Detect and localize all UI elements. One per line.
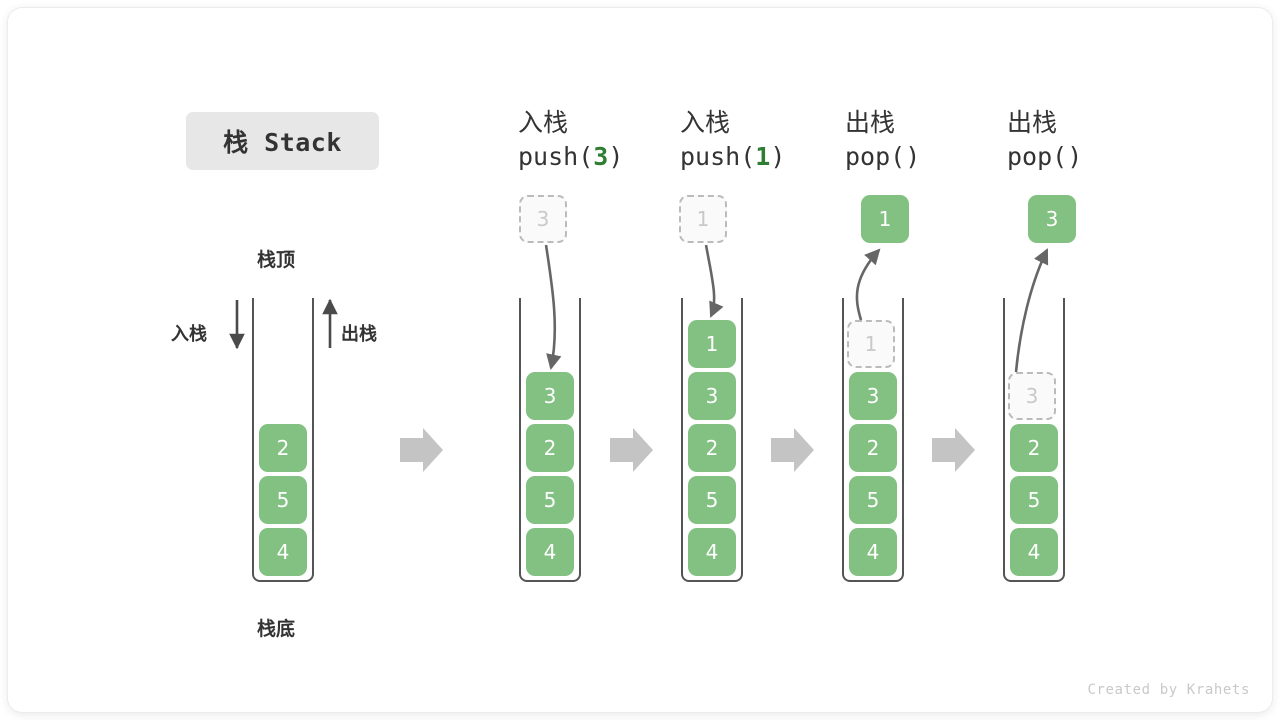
stack-container-4 [1003, 298, 1065, 582]
stack-cell: 5 [526, 476, 574, 524]
stack-cell: 1 [688, 320, 736, 368]
stack-container-2 [681, 298, 743, 582]
code-argument: 1 [755, 141, 771, 171]
stack-cell: 2 [849, 424, 897, 472]
code-prefix: pop( [1007, 141, 1068, 171]
stack-cell: 5 [259, 476, 307, 524]
code-prefix: push( [680, 141, 756, 171]
stack-cell: 5 [849, 476, 897, 524]
step-header-push-3: 入栈 push(3) [518, 106, 718, 173]
step-header-zh: 入栈 [518, 108, 569, 137]
code-prefix: pop( [845, 141, 906, 171]
step-header-pop-3: 出栈 pop() [1007, 106, 1207, 173]
popped-value-cell: 3 [1028, 195, 1076, 243]
step-header-push-1: 入栈 push(1) [680, 106, 880, 173]
stack-container-3 [842, 298, 904, 582]
stack-container-1 [519, 298, 581, 582]
code-suffix: ) [608, 141, 624, 171]
stack-cell: 3 [849, 372, 897, 420]
stack-cell: 5 [1010, 476, 1058, 524]
step-header-zh: 出栈 [845, 108, 896, 137]
label-stack-bottom: 栈底 [257, 618, 296, 640]
incoming-value-cell: 3 [519, 195, 567, 243]
stack-cell: 2 [526, 424, 574, 472]
label-pop-direction: 出栈 [341, 324, 377, 345]
stack-cell-removed: 3 [1008, 372, 1056, 420]
code-suffix: ) [905, 141, 921, 171]
code-suffix: ) [770, 141, 786, 171]
code-argument: 3 [593, 141, 609, 171]
stack-cell: 5 [688, 476, 736, 524]
code-prefix: push( [518, 141, 594, 171]
label-stack-top: 栈顶 [257, 249, 296, 271]
stack-cell: 2 [1010, 424, 1058, 472]
incoming-value-cell: 1 [679, 195, 727, 243]
diagram-title: 栈 Stack [223, 128, 342, 157]
step-header-code: pop() [1007, 140, 1207, 174]
popped-value-cell: 1 [861, 195, 909, 243]
step-header-zh: 出栈 [1007, 108, 1058, 137]
step-header-code: push(3) [518, 140, 718, 174]
stack-cell: 4 [688, 528, 736, 576]
step-header-code: pop() [845, 140, 1045, 174]
code-suffix: ) [1067, 141, 1083, 171]
step-header-code: push(1) [680, 140, 880, 174]
label-push-direction: 入栈 [171, 324, 207, 345]
stack-cell: 4 [1010, 528, 1058, 576]
step-header-zh: 入栈 [680, 108, 731, 137]
stack-cell: 3 [688, 372, 736, 420]
step-header-pop-1: 出栈 pop() [845, 106, 1045, 173]
stack-cell: 4 [849, 528, 897, 576]
stack-cell-removed: 1 [847, 320, 895, 368]
footer-credit: Created by Krahets [1087, 682, 1250, 698]
diagram-title-badge: 栈 Stack [186, 112, 379, 170]
stack-container-0 [252, 298, 314, 582]
stack-cell: 2 [259, 424, 307, 472]
stack-cell: 4 [259, 528, 307, 576]
stack-cell: 4 [526, 528, 574, 576]
stack-cell: 2 [688, 424, 736, 472]
stack-cell: 3 [526, 372, 574, 420]
